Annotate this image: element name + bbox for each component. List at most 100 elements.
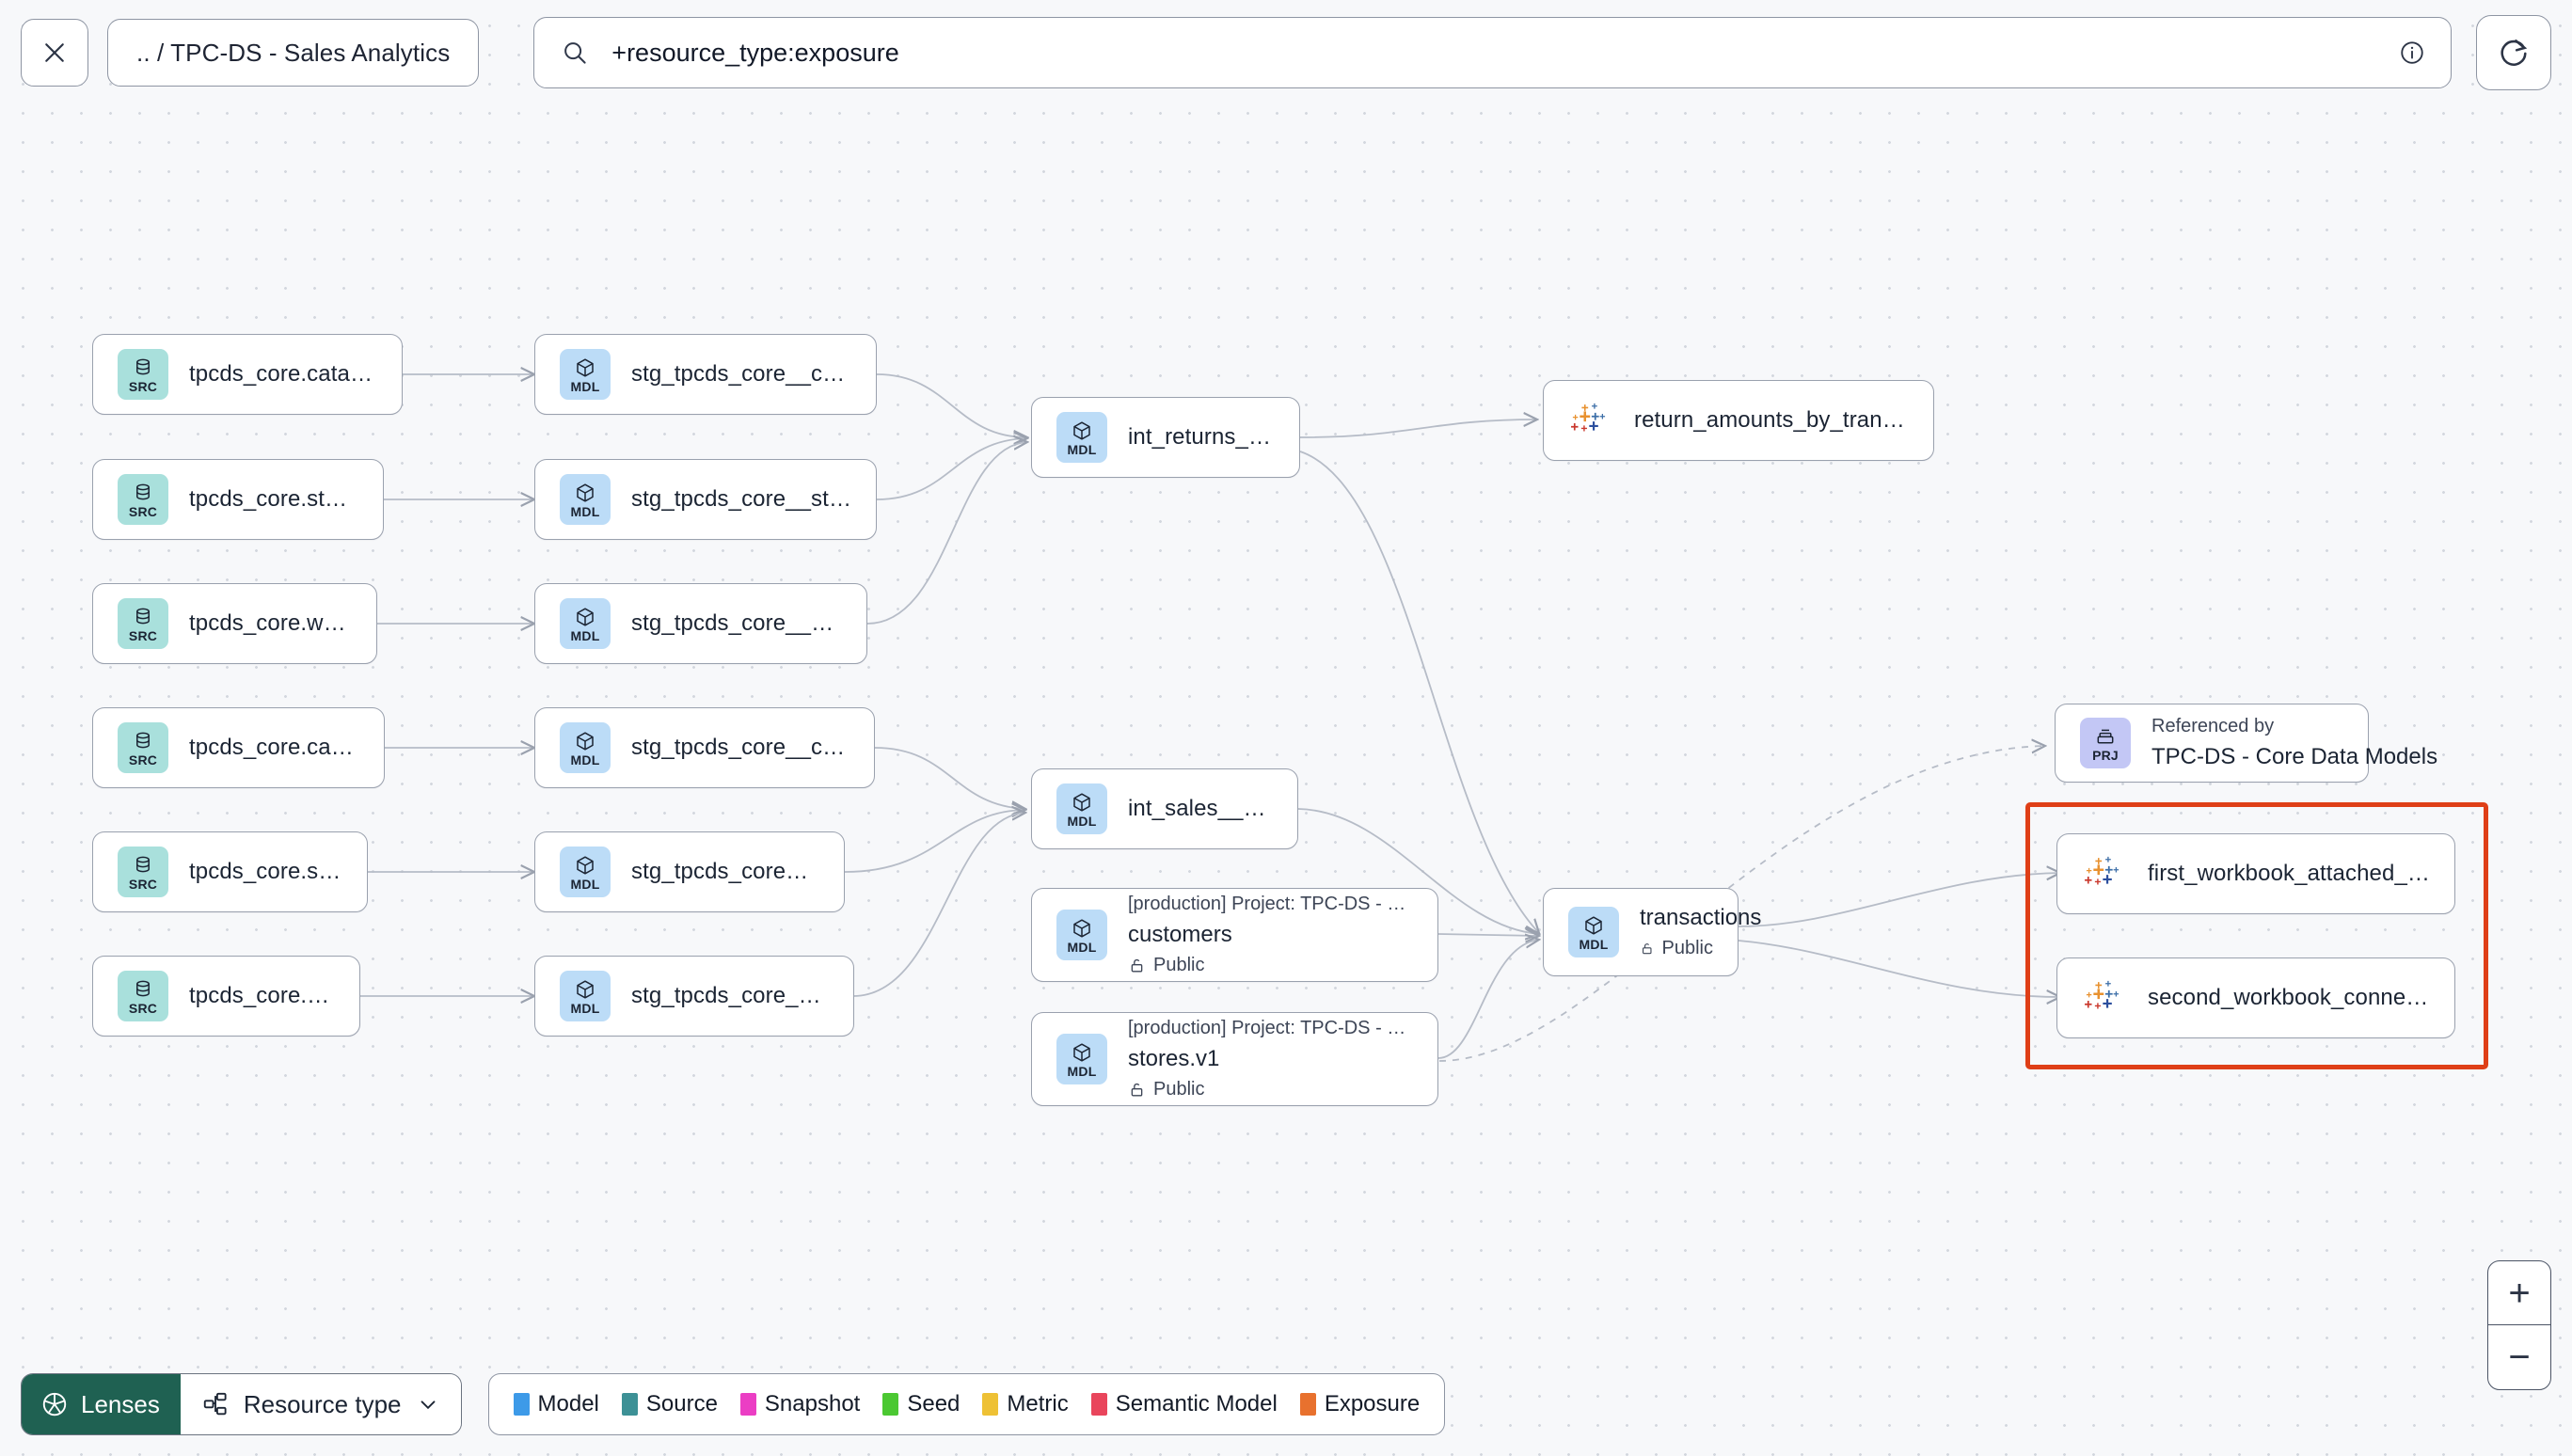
legend-item[interactable]: Snapshot bbox=[739, 1391, 861, 1417]
node-label: stg_tpcds_core__catalog_sales bbox=[631, 735, 849, 760]
node-model-imported[interactable]: MDL [production] Project: TPC-DS - Core D… bbox=[1031, 888, 1438, 982]
breadcrumb-label: .. / TPC-DS - Sales Analytics bbox=[136, 38, 451, 67]
node-label: stg_tpcds_core__catalog_returns bbox=[631, 361, 851, 387]
tableau-icon bbox=[2085, 980, 2120, 1009]
unlock-icon bbox=[1131, 958, 1143, 973]
zoom-out-label: − bbox=[2508, 1337, 2531, 1378]
node-model-intermediate[interactable]: MDL int_returns__unioned bbox=[1031, 397, 1300, 478]
resource-type-label: Resource type bbox=[243, 1389, 402, 1418]
legend-item[interactable]: Exposure bbox=[1299, 1391, 1421, 1417]
search-bar[interactable] bbox=[533, 17, 2452, 88]
legend-item[interactable]: Source bbox=[621, 1391, 718, 1417]
node-model-staging[interactable]: MDL stg_tpcds_core__catalog_sales bbox=[534, 707, 875, 788]
resource-badge-text: MDL bbox=[570, 752, 600, 768]
zoom-in-label: + bbox=[2508, 1272, 2531, 1314]
node-visibility-label: Public bbox=[1153, 955, 1205, 975]
resource-badge-text: MDL bbox=[1067, 813, 1097, 829]
legend-swatch bbox=[739, 1393, 756, 1416]
lens-control-group: Lenses Resource type bbox=[21, 1373, 462, 1435]
legend-label: Snapshot bbox=[764, 1391, 861, 1416]
close-icon bbox=[45, 43, 64, 62]
resource-badge-src: SRC bbox=[118, 722, 168, 773]
resource-badge-text: MDL bbox=[1067, 939, 1097, 955]
zoom-controls: + − bbox=[2487, 1260, 2551, 1390]
refresh-button[interactable] bbox=[2476, 15, 2551, 90]
node-label: stg_tpcds_core__web_returns bbox=[631, 610, 842, 636]
resource-badge-text: MDL bbox=[1067, 441, 1097, 457]
info-icon[interactable] bbox=[2398, 39, 2426, 67]
aperture-icon bbox=[42, 1392, 67, 1416]
node-text-stack: [production] Project: TPC-DS - Core Data… bbox=[1128, 1018, 1413, 1100]
resource-badge-mdl: MDL bbox=[1056, 412, 1107, 463]
tableau-icon bbox=[2085, 856, 2120, 885]
cube-icon bbox=[1073, 1042, 1090, 1062]
chevron-down-icon bbox=[421, 1401, 435, 1410]
resource-badge-mdl: MDL bbox=[1568, 907, 1619, 957]
node-model-staging[interactable]: MDL stg_tpcds_core__web_returns bbox=[534, 583, 867, 664]
node-exposure-second-workbook[interactable]: second_workbook_connected_to_live… bbox=[2056, 957, 2455, 1038]
cube-icon bbox=[577, 483, 594, 502]
node-label: return_amounts_by_transaction_type bbox=[1634, 407, 1909, 433]
close-button[interactable] bbox=[21, 19, 88, 87]
legend-swatch bbox=[1090, 1393, 1107, 1416]
resource-badge-text: SRC bbox=[128, 1000, 158, 1016]
node-label: tpcds_core.catalog_sales bbox=[189, 735, 359, 760]
node-model-staging[interactable]: MDL stg_tpcds_core__web_sales bbox=[534, 956, 854, 1037]
node-label: second_workbook_connected_to_live… bbox=[2148, 985, 2430, 1010]
resource-badge-text: SRC bbox=[128, 876, 158, 892]
legend-swatch bbox=[882, 1393, 899, 1416]
search-input[interactable] bbox=[611, 38, 2375, 68]
legend-item[interactable]: Seed bbox=[882, 1391, 960, 1417]
zoom-in-button[interactable]: + bbox=[2488, 1261, 2550, 1325]
node-visibility-label: Public bbox=[1153, 1079, 1205, 1100]
cube-icon bbox=[577, 979, 594, 999]
node-model-imported[interactable]: MDL [production] Project: TPC-DS - Core D… bbox=[1031, 1012, 1438, 1106]
node-exposure-return-amounts[interactable]: return_amounts_by_transaction_type bbox=[1543, 380, 1934, 461]
resource-badge-mdl: MDL bbox=[560, 722, 611, 773]
legend-item[interactable]: Semantic Model bbox=[1090, 1391, 1278, 1417]
resource-badge-mdl: MDL bbox=[560, 598, 611, 649]
legend-item[interactable]: Metric bbox=[982, 1391, 1069, 1417]
node-label: stg_tpcds_core__web_sales bbox=[631, 983, 829, 1008]
legend-label: Model bbox=[537, 1391, 599, 1416]
resource-badge-mdl: MDL bbox=[560, 971, 611, 1021]
database-icon bbox=[136, 980, 150, 996]
breadcrumb[interactable]: .. / TPC-DS - Sales Analytics bbox=[107, 19, 480, 87]
node-label: stg_tpcds_core__store_returns bbox=[631, 486, 851, 512]
legend-swatch bbox=[513, 1393, 530, 1416]
node-text-stack: [production] Project: TPC-DS - Core Data… bbox=[1128, 894, 1413, 976]
node-label: int_returns__unioned bbox=[1128, 424, 1275, 450]
resource-badge-mdl: MDL bbox=[1056, 1034, 1107, 1084]
lenses-button[interactable]: Lenses bbox=[22, 1374, 181, 1434]
project-icon bbox=[2097, 729, 2114, 744]
legend-item[interactable]: Model bbox=[513, 1391, 599, 1417]
zoom-out-button[interactable]: − bbox=[2488, 1325, 2550, 1389]
node-exposure-first-workbook[interactable]: first_workbook_attached_to_tpc-ds_-_… bbox=[2056, 833, 2455, 914]
resource-badge-text: MDL bbox=[1067, 1063, 1097, 1079]
hierarchy-icon bbox=[203, 1392, 227, 1416]
legend-label: Semantic Model bbox=[1115, 1391, 1278, 1416]
resource-type-dropdown[interactable]: Resource type bbox=[180, 1374, 461, 1434]
node-label: stores.v1 bbox=[1128, 1046, 1220, 1071]
node-source[interactable]: SRC tpcds_core.catalog_sales bbox=[92, 707, 385, 788]
legend-swatch bbox=[621, 1393, 638, 1416]
refresh-icon bbox=[2501, 40, 2528, 66]
legend-label: Exposure bbox=[1324, 1391, 1421, 1416]
unlock-icon bbox=[1643, 943, 1652, 955]
unlock-icon bbox=[1131, 1083, 1143, 1097]
